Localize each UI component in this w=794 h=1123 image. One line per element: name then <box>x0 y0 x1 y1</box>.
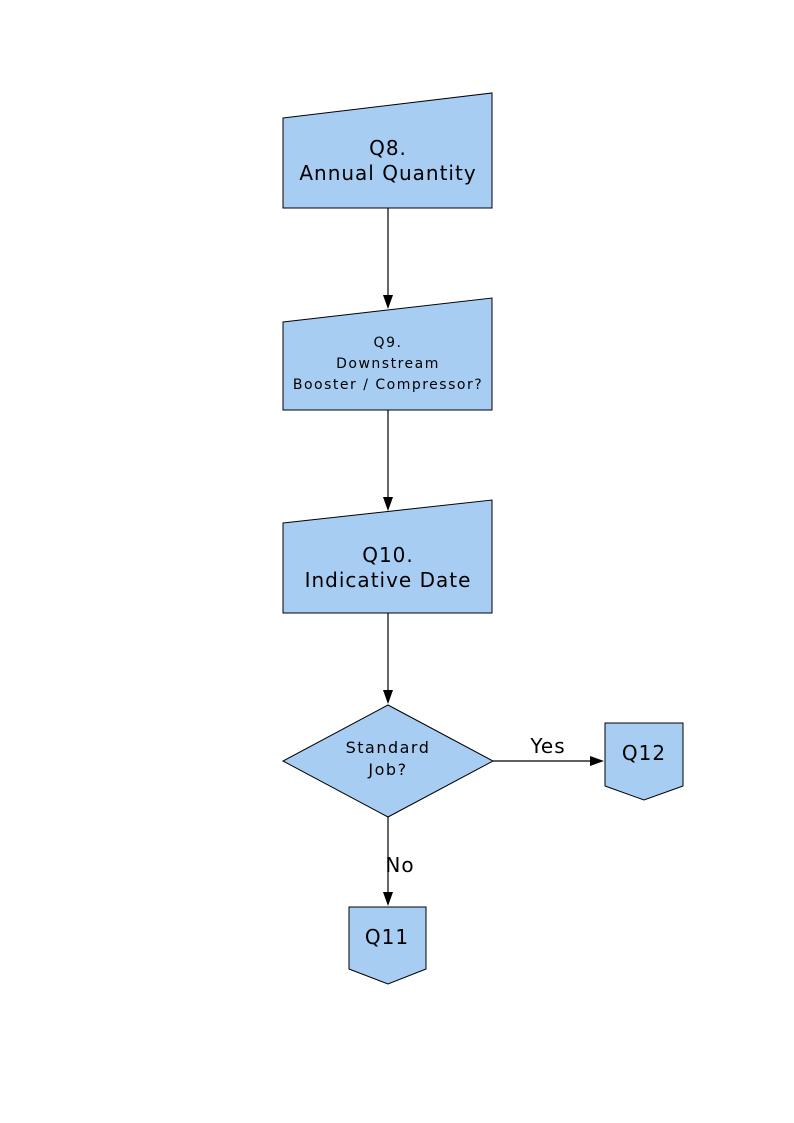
arrowhead-down-icon <box>383 295 393 309</box>
node-q9-line-1: Q9. <box>374 335 403 351</box>
manual-input-shape-q8 <box>282 92 493 209</box>
arrowhead-down-icon <box>383 690 393 704</box>
node-q11: Q11 <box>348 906 427 985</box>
node-q9-line-2: Downstream <box>336 356 440 372</box>
arrowhead-right-icon <box>590 756 604 766</box>
node-q10: Q10. Indicative Date <box>282 499 493 614</box>
connector-decision-q11: No <box>383 817 414 906</box>
node-q12-label: Q12 <box>622 741 666 765</box>
connector-q8-q9 <box>383 208 393 309</box>
arrowhead-down-icon <box>383 497 393 511</box>
node-decision-line-1: Standard <box>346 738 431 757</box>
node-q8: Q8. Annual Quantity <box>282 92 493 209</box>
node-q10-line-1: Q10. <box>362 543 414 567</box>
node-decision-line-2: Job? <box>367 760 407 779</box>
node-q11-label: Q11 <box>365 925 409 949</box>
manual-input-shape-q10 <box>282 499 493 614</box>
node-q9: Q9. Downstream Booster / Compressor? <box>282 297 493 411</box>
arrowhead-down-icon <box>383 892 393 906</box>
connector-q10-decision <box>383 613 393 704</box>
connector-decision-q12: Yes <box>493 734 604 766</box>
offpage-connector-shape-q12 <box>604 722 684 801</box>
node-q8-line-2: Annual Quantity <box>299 161 476 185</box>
manual-input-shape-q9 <box>282 297 493 411</box>
no-branch-label: No <box>385 853 414 877</box>
node-decision: Standard Job? <box>281 704 495 818</box>
offpage-connector-shape-q11 <box>348 906 427 985</box>
connector-q9-q10 <box>383 410 393 511</box>
node-q8-line-1: Q8. <box>369 136 407 160</box>
node-q10-line-2: Indicative Date <box>305 568 472 592</box>
node-q9-line-3: Booster / Compressor? <box>293 377 483 393</box>
node-q12: Q12 <box>604 722 684 801</box>
yes-branch-label: Yes <box>529 734 565 758</box>
